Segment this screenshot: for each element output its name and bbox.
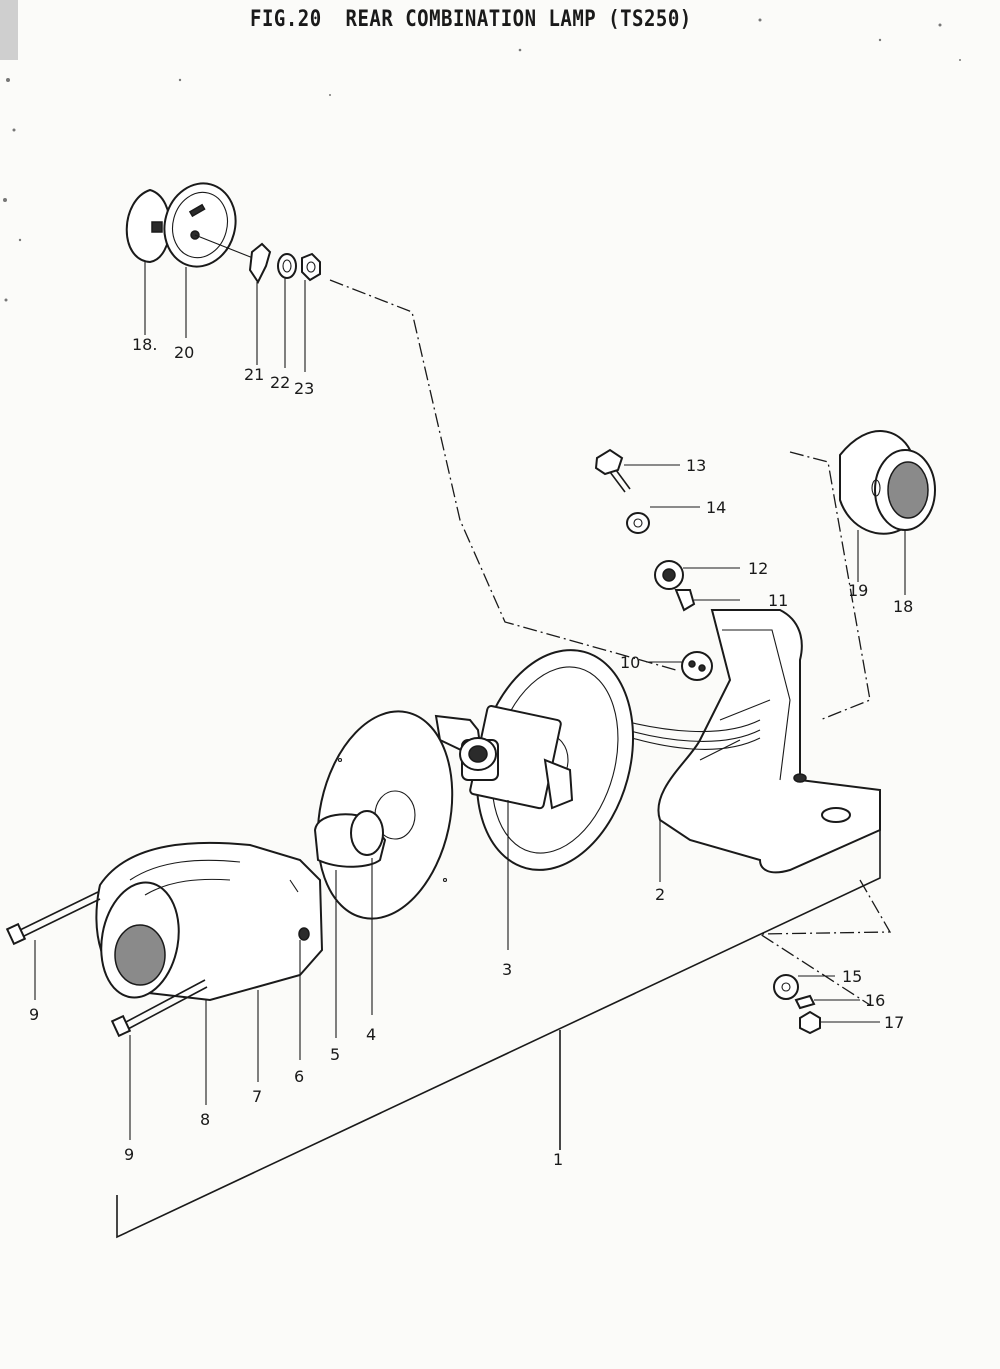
tail-lamp-lens <box>95 841 324 1082</box>
part-label-10: 10 <box>620 653 640 672</box>
collar-11 <box>674 589 740 612</box>
part-label-18b: 18 <box>893 597 913 616</box>
part-label-2: 2 <box>655 885 665 904</box>
part-label-15: 15 <box>842 967 862 986</box>
part-label-5: 5 <box>330 1045 340 1064</box>
assembly-bracket-line <box>116 820 881 1239</box>
scan-noise <box>0 0 961 302</box>
washer-14 <box>626 506 700 534</box>
part-label-23: 23 <box>294 379 314 398</box>
bulb <box>313 810 387 1038</box>
part-label-4: 4 <box>366 1025 376 1044</box>
washer-nut-set-21-23 <box>248 242 321 284</box>
part-label-11: 11 <box>768 591 788 610</box>
part-label-3: 3 <box>502 960 512 979</box>
part-label-1: 1 <box>553 1150 563 1169</box>
part-label-14: 14 <box>706 498 726 517</box>
part-label-22: 22 <box>270 373 290 392</box>
small-lens-assembly <box>125 182 259 268</box>
screws-9 <box>5 891 208 1140</box>
leader-lines-top-left <box>144 262 306 372</box>
washer-nut-set-15-17 <box>773 974 880 1035</box>
part-label-18a: 18. <box>132 335 157 354</box>
part-label-7: 7 <box>252 1087 262 1106</box>
part-label-6: 6 <box>294 1067 304 1086</box>
figure-title: FIG.20 REAR COMBINATION LAMP (TS250) <box>250 6 692 32</box>
reference-dash-lines <box>329 279 892 1006</box>
part-label-8: 8 <box>200 1110 210 1129</box>
rubber-10 <box>646 651 713 681</box>
part-label-9b: 9 <box>124 1145 134 1164</box>
part-label-19: 19 <box>848 581 868 600</box>
part-label-9a: 9 <box>29 1005 39 1024</box>
side-reflector-lamp <box>839 430 936 595</box>
part-label-13: 13 <box>686 456 706 475</box>
bulb-socket <box>434 705 574 950</box>
part-label-20: 20 <box>174 343 194 362</box>
bolt-13 <box>594 448 680 493</box>
part-labels: 1 2 3 4 5 6 7 8 9 9 10 11 12 13 14 15 16… <box>29 335 913 1169</box>
part-label-16: 16 <box>865 991 885 1010</box>
part-label-17: 17 <box>884 1013 904 1032</box>
part-label-21: 21 <box>244 365 264 384</box>
grommet-12 <box>654 560 740 590</box>
part-label-12: 12 <box>748 559 768 578</box>
lamp-bracket <box>619 609 881 882</box>
